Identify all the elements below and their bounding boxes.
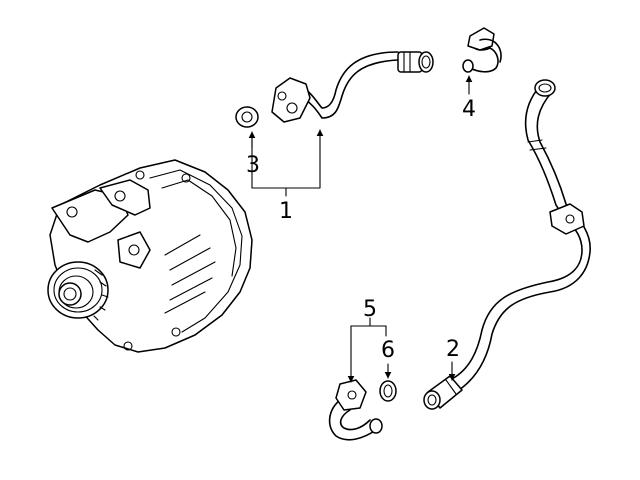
- banjo-fitting[interactable]: [462, 27, 502, 73]
- callout-3: 3: [246, 153, 260, 178]
- callout-6: 6: [381, 338, 395, 363]
- leader-lines: [248, 75, 473, 383]
- oil-return-fitting[interactable]: [328, 379, 383, 441]
- seal-washer[interactable]: [235, 106, 259, 128]
- o-ring[interactable]: [379, 380, 397, 402]
- callout-2: 2: [446, 337, 460, 362]
- oil-return-hose[interactable]: [423, 79, 591, 410]
- alternator[interactable]: [47, 159, 253, 353]
- oil-feed-line[interactable]: [271, 51, 434, 123]
- callout-4: 4: [462, 97, 476, 122]
- callout-1: 1: [279, 199, 293, 224]
- callout-5: 5: [363, 297, 377, 322]
